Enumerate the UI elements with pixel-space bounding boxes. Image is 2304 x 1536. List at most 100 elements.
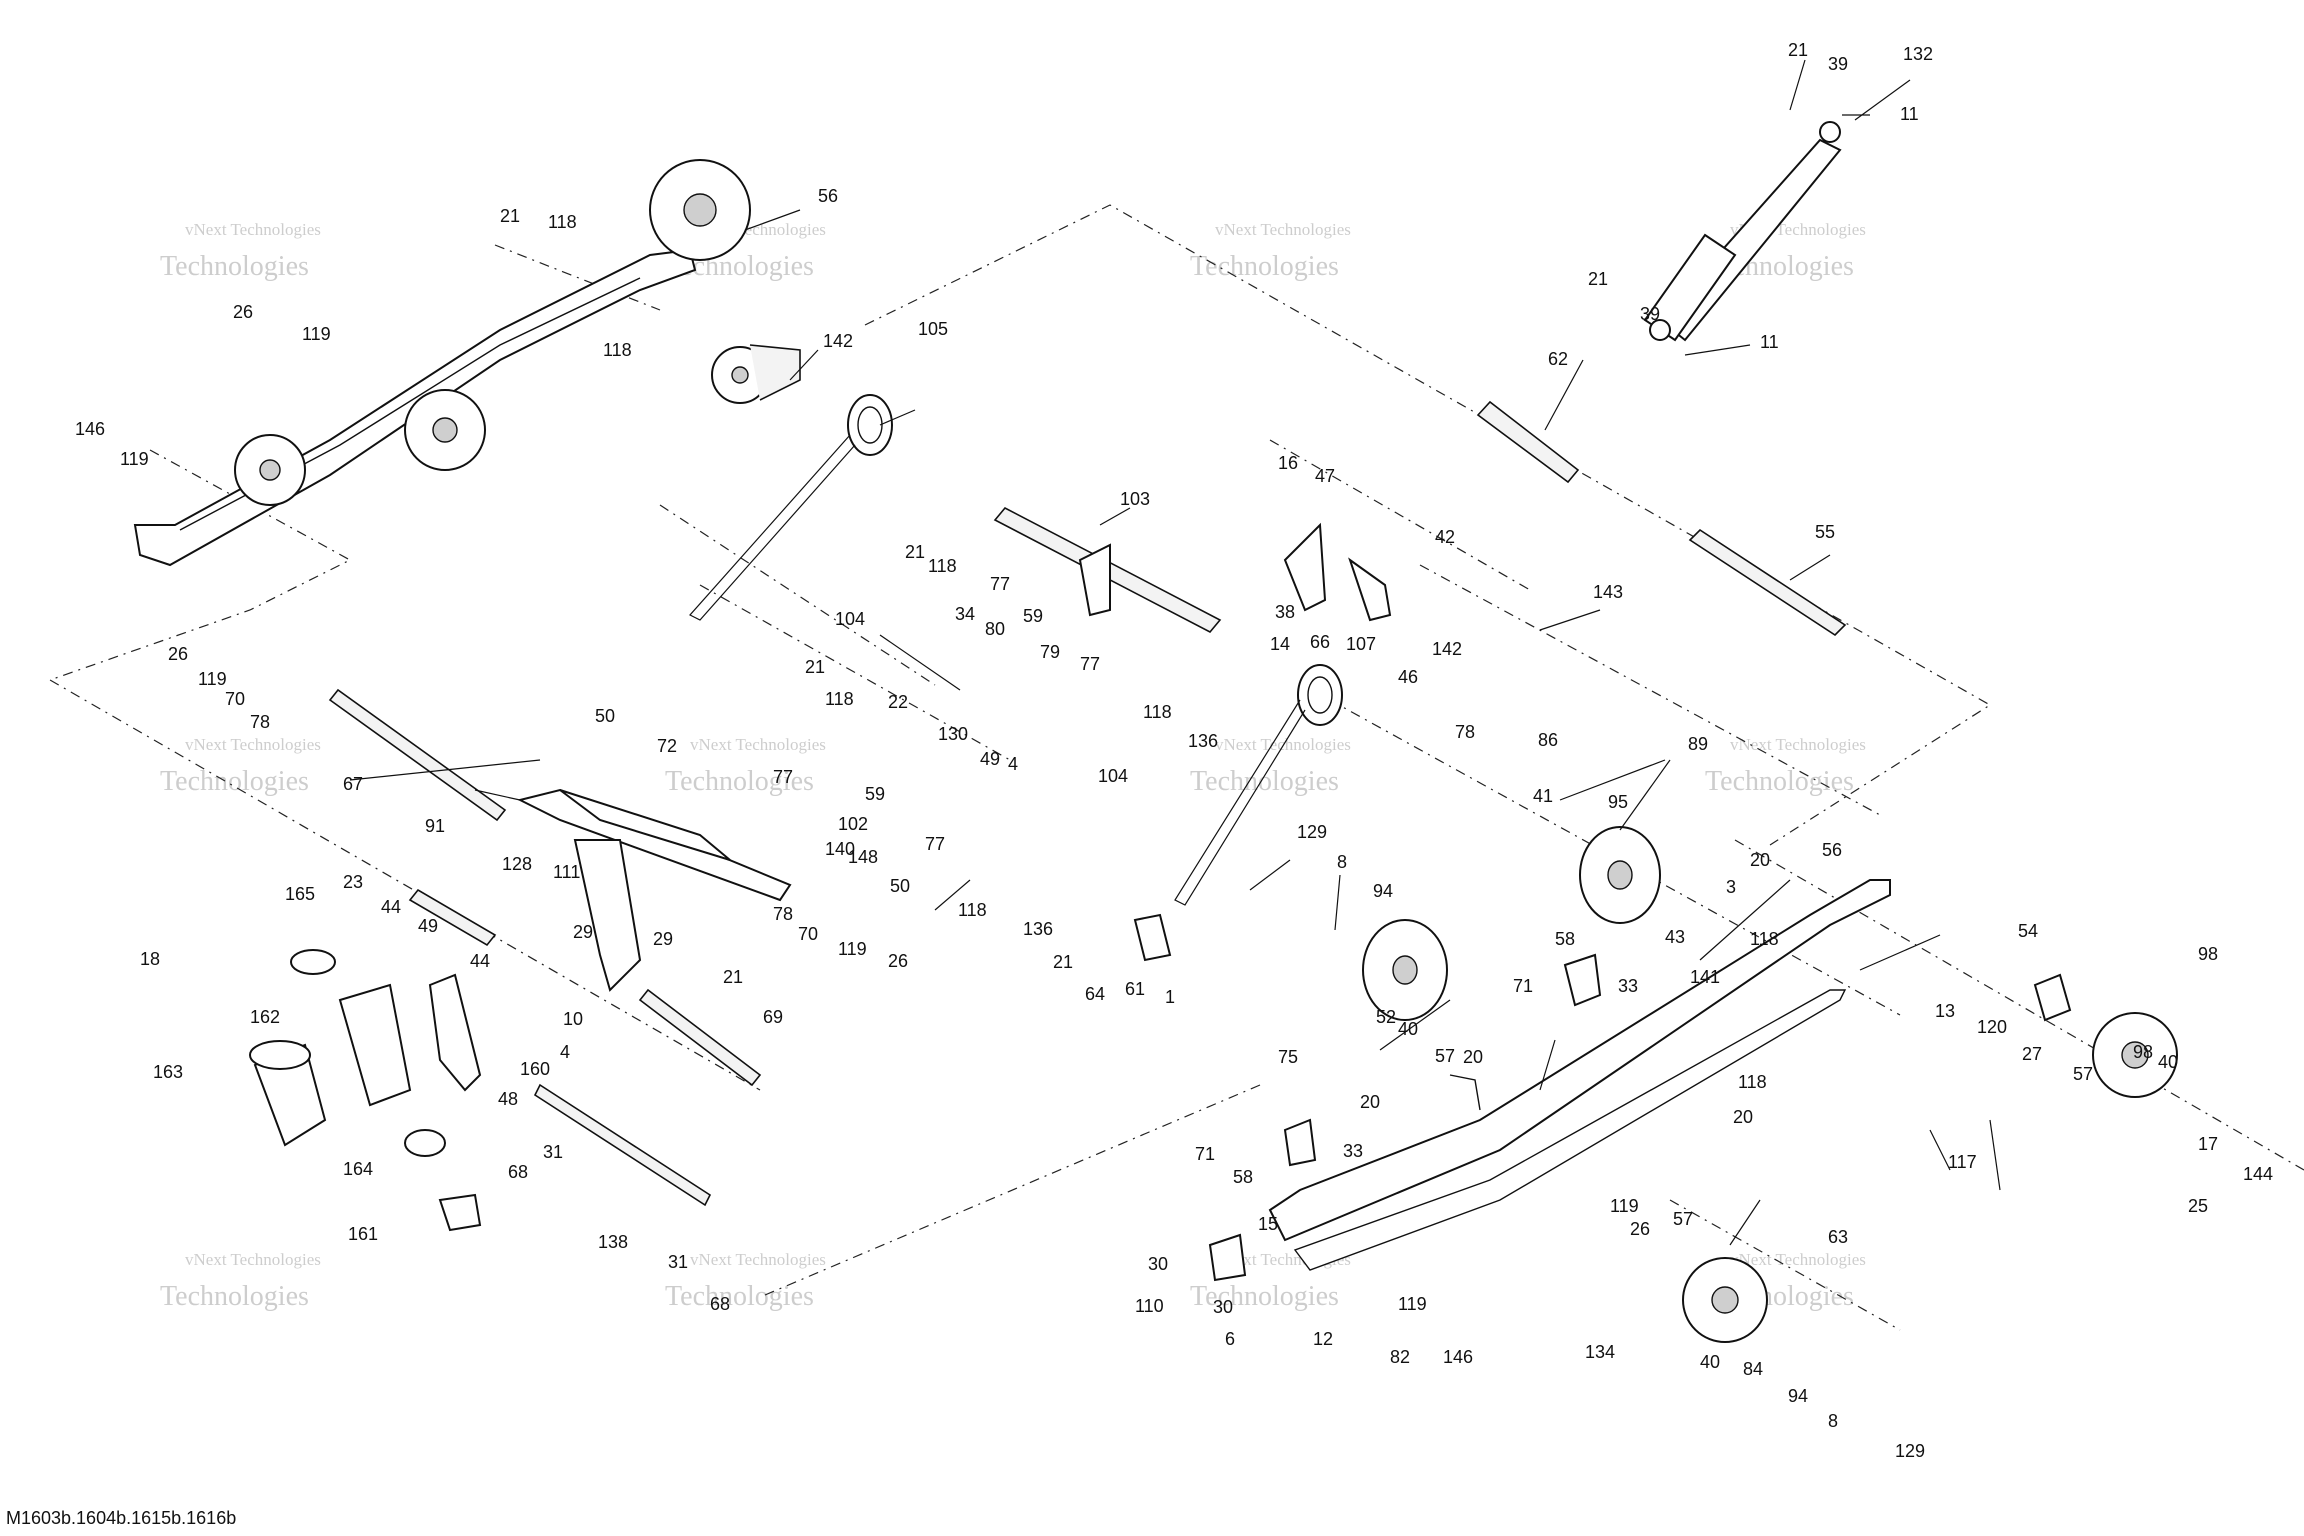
- callout-label: 78: [773, 904, 793, 924]
- callout-label: 16: [1278, 453, 1298, 473]
- callout-label: 164: [343, 1159, 373, 1179]
- callout-label: 21: [1053, 952, 1073, 972]
- callout-label: 56: [818, 186, 838, 206]
- callout-label: 98: [2198, 944, 2218, 964]
- rear-slide-rail: [133, 159, 751, 567]
- callout-label: 41: [1533, 786, 1553, 806]
- callout-label: 118: [548, 212, 577, 232]
- callout-label: 118: [825, 689, 854, 709]
- callout-label: 103: [1120, 489, 1150, 509]
- callout-label: 70: [225, 689, 245, 709]
- watermark: vNext Technologies Technologies: [1705, 735, 1866, 797]
- parts: [133, 121, 2178, 1343]
- callout-label: 118: [1143, 702, 1172, 722]
- callout-label: 44: [381, 897, 401, 917]
- callout-label: 21: [1788, 40, 1808, 60]
- idler-wheel: [711, 344, 801, 404]
- callout-label: 118: [603, 340, 632, 360]
- callout-label: 46: [1398, 667, 1418, 687]
- svg-text:Technologies: Technologies: [665, 766, 814, 797]
- callout-label: 21: [723, 967, 743, 987]
- callout-label: 78: [250, 712, 270, 732]
- callout-label: 105: [918, 319, 948, 339]
- callout-label: 117: [1948, 1152, 1977, 1172]
- svg-text:Technologies: Technologies: [665, 1281, 814, 1312]
- callout-label: 72: [657, 736, 677, 756]
- callout-label: 91: [425, 816, 445, 836]
- callout-label: 118: [1738, 1072, 1767, 1092]
- svg-text:vNext Technologies: vNext Technologies: [1215, 220, 1351, 239]
- svg-text:Technologies: Technologies: [1190, 251, 1339, 282]
- callout-label: 71: [1513, 976, 1533, 996]
- callout-label: 146: [1443, 1347, 1473, 1367]
- callout-label: 142: [823, 331, 853, 351]
- front-arm-shaft: [993, 506, 1222, 634]
- callout-label: 6: [1225, 1329, 1235, 1349]
- callout-label: 26: [888, 951, 908, 971]
- callout-label: 104: [1098, 766, 1128, 786]
- watermark: vNext Technologies Technologies: [665, 735, 826, 797]
- callout-label: 110: [1135, 1296, 1164, 1316]
- callout-label: 33: [1618, 976, 1638, 996]
- callout-label: 141: [1690, 967, 1720, 987]
- svg-text:Technologies: Technologies: [1705, 766, 1854, 797]
- callout-label: 138: [598, 1232, 628, 1252]
- callout-label: 58: [1233, 1167, 1253, 1187]
- callout-label: 26: [168, 644, 188, 664]
- callout-label: 20: [1750, 850, 1770, 870]
- callout-label: 42: [1435, 527, 1455, 547]
- callout-label: 118: [958, 900, 987, 920]
- callout-label: 64: [1085, 984, 1105, 1004]
- callout-label: 129: [1895, 1441, 1925, 1461]
- svg-text:Technologies: Technologies: [160, 766, 309, 797]
- svg-text:Technologies: Technologies: [1190, 1281, 1339, 1312]
- callout-label: 25: [2188, 1196, 2208, 1216]
- svg-text:vNext Technologies: vNext Technologies: [1730, 735, 1866, 754]
- idler-wheel-95: [1579, 826, 1661, 924]
- callout-label: 69: [763, 1007, 783, 1027]
- callout-label: 56: [1822, 840, 1842, 860]
- callout-label: 128: [502, 854, 532, 874]
- callout-label: 130: [938, 724, 968, 744]
- callout-label: 140: [825, 839, 855, 859]
- callout-label: 129: [1297, 822, 1327, 842]
- mount-bracket: [1283, 522, 1392, 622]
- callout-label: 10: [563, 1009, 583, 1029]
- callout-label: 119: [1610, 1196, 1639, 1216]
- callout-label: 11: [1900, 104, 1919, 124]
- callout-label: 55: [1815, 522, 1835, 542]
- callout-label: 21: [805, 657, 825, 677]
- callout-label: 58: [1555, 929, 1575, 949]
- watermark: vNext Technologies Technologies: [665, 1250, 826, 1312]
- callout-label: 77: [925, 834, 945, 854]
- callout-label: 40: [1700, 1352, 1720, 1372]
- callout-label: 94: [1373, 881, 1393, 901]
- callout-label: 132: [1903, 44, 1933, 64]
- callout-label: 161: [348, 1224, 378, 1244]
- callout-label: 57: [2073, 1064, 2093, 1084]
- callout-label: 31: [668, 1252, 688, 1272]
- callout-label: 78: [1455, 722, 1475, 742]
- callout-label: 50: [595, 706, 615, 726]
- callout-label: 27: [2022, 1044, 2042, 1064]
- callout-label: 4: [1008, 754, 1018, 774]
- callout-label: 59: [1023, 606, 1043, 626]
- callout-label: 48: [498, 1089, 518, 1109]
- callout-label: 111: [553, 862, 580, 882]
- callout-label: 95: [1608, 792, 1628, 812]
- callout-label: 20: [1360, 1092, 1380, 1112]
- callout-label: 21: [500, 206, 520, 226]
- callout-label: 62: [1548, 349, 1568, 369]
- callout-label: 22: [888, 692, 908, 712]
- callout-label: 134: [1585, 1342, 1615, 1362]
- callout-label: 47: [1315, 466, 1335, 486]
- callout-label: 70: [798, 924, 818, 944]
- callout-label: 102: [838, 814, 868, 834]
- callout-label: 43: [1665, 927, 1685, 947]
- callout-label: 52: [1376, 1007, 1396, 1027]
- callout-label: 77: [1080, 654, 1100, 674]
- callout-label: 119: [120, 449, 149, 469]
- callout-label: 39: [1640, 304, 1660, 324]
- callout-label: 80: [985, 619, 1005, 639]
- callout-label: 15: [1258, 1214, 1278, 1234]
